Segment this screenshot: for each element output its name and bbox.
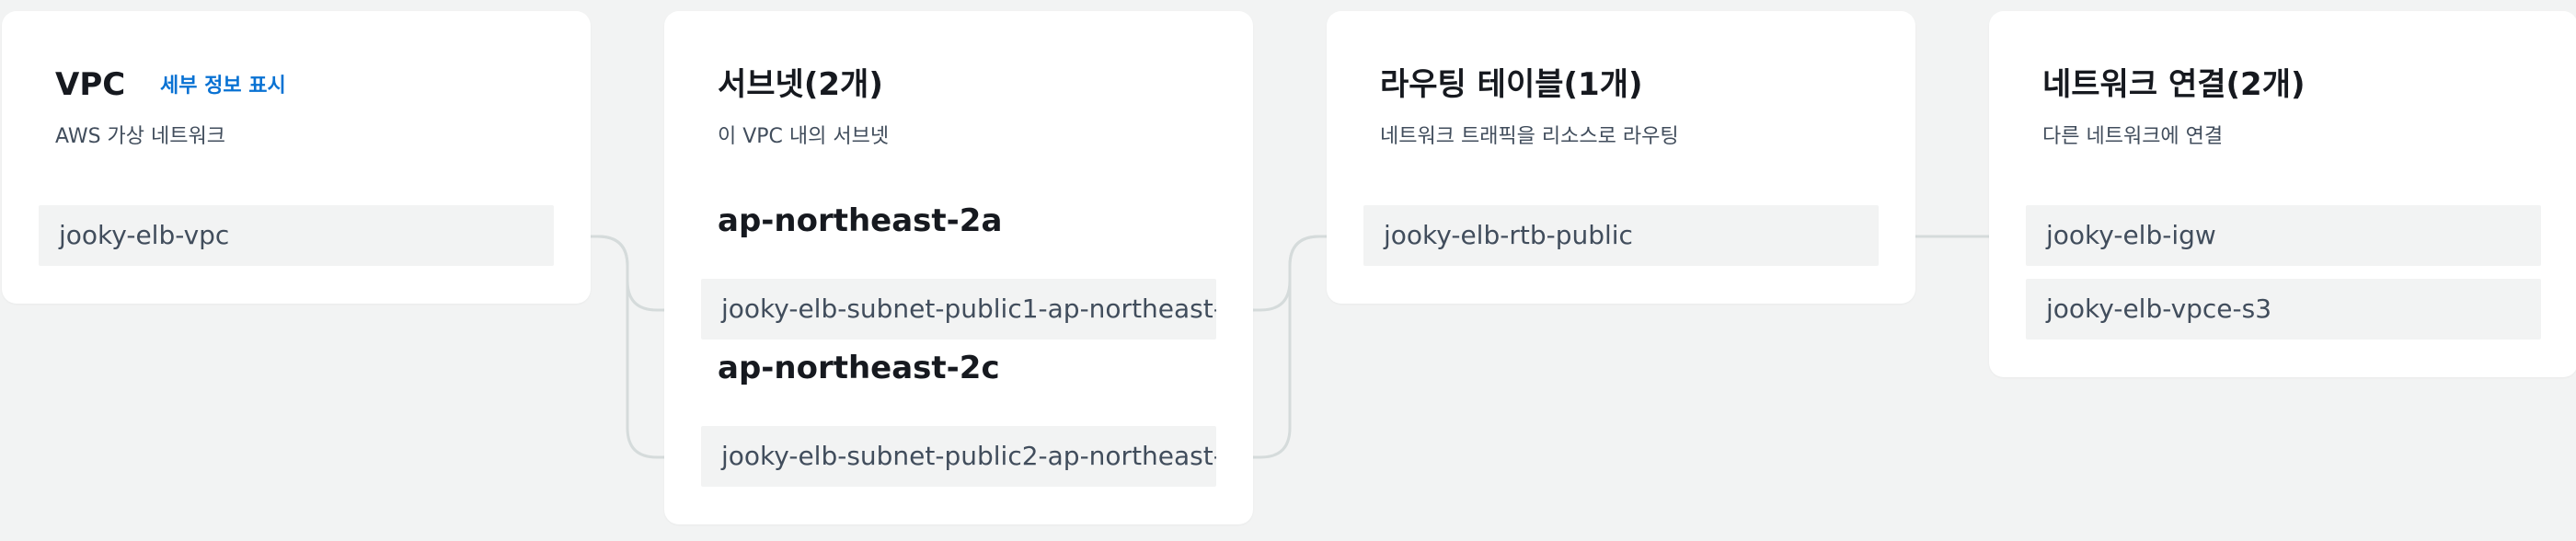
vpc-subtitle: AWS 가상 네트워크	[55, 125, 225, 148]
vpc-item[interactable]: jooky-elb-vpc	[39, 205, 554, 266]
subnet-item[interactable]: jooky-elb-subnet-public2-ap-northeast-	[701, 426, 1216, 487]
show-details-link[interactable]: 세부 정보 표시	[160, 75, 286, 98]
network-connections-subtitle: 다른 네트워크에 연결	[2042, 125, 2224, 148]
network-connection-item[interactable]: jooky-elb-vpce-s3	[2026, 279, 2541, 340]
subnets-title: 서브넷(2개)	[718, 66, 883, 103]
connector-vpc-to-subnet-2	[554, 235, 701, 459]
vpc-card: VPC 세부 정보 표시 AWS 가상 네트워크 jooky-elb-vpc	[2, 11, 591, 304]
subnets-card: 서브넷(2개) 이 VPC 내의 서브넷 ap-northeast-2a joo…	[664, 11, 1253, 524]
availability-zone-label: ap-northeast-2c	[718, 350, 1000, 386]
availability-zone-label: ap-northeast-2a	[718, 202, 1003, 239]
route-tables-title: 라우팅 테이블(1개)	[1380, 66, 1643, 103]
subnet-item[interactable]: jooky-elb-subnet-public1-ap-northeast-	[701, 279, 1216, 340]
network-connection-item[interactable]: jooky-elb-igw	[2026, 205, 2541, 266]
route-tables-subtitle: 네트워크 트래픽을 리소스로 라우팅	[1380, 125, 1679, 148]
vpc-title: VPC 세부 정보 표시	[55, 64, 286, 107]
route-table-item[interactable]: jooky-elb-rtb-public	[1363, 205, 1879, 266]
subnets-subtitle: 이 VPC 내의 서브넷	[718, 125, 890, 148]
network-connections-title: 네트워크 연결(2개)	[2042, 66, 2306, 103]
connector-subnet-2-to-rtb	[1216, 235, 1363, 459]
vpc-title-text: VPC	[55, 66, 126, 103]
network-connections-card: 네트워크 연결(2개) 다른 네트워크에 연결 jooky-elb-igw jo…	[1989, 11, 2576, 377]
route-tables-card: 라우팅 테이블(1개) 네트워크 트래픽을 리소스로 라우팅 jooky-elb…	[1327, 11, 1915, 304]
